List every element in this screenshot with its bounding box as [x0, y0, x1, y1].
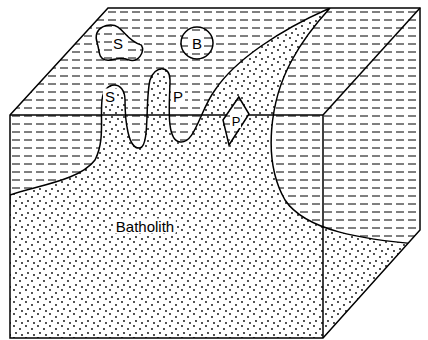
rock-letter: B — [191, 36, 203, 51]
batholith-body — [5, 8, 428, 340]
stock-label: S — [103, 89, 117, 104]
batholith-label: Batholith — [114, 219, 176, 234]
block-edges — [10, 8, 420, 338]
rock-letter: S — [112, 36, 124, 51]
stock-outcrop: S — [92, 22, 144, 64]
pendant-diamond: P — [222, 96, 250, 146]
pluton-label: P — [171, 89, 185, 104]
rock-letter: P — [231, 115, 242, 128]
boss-outcrop: B — [180, 26, 214, 60]
